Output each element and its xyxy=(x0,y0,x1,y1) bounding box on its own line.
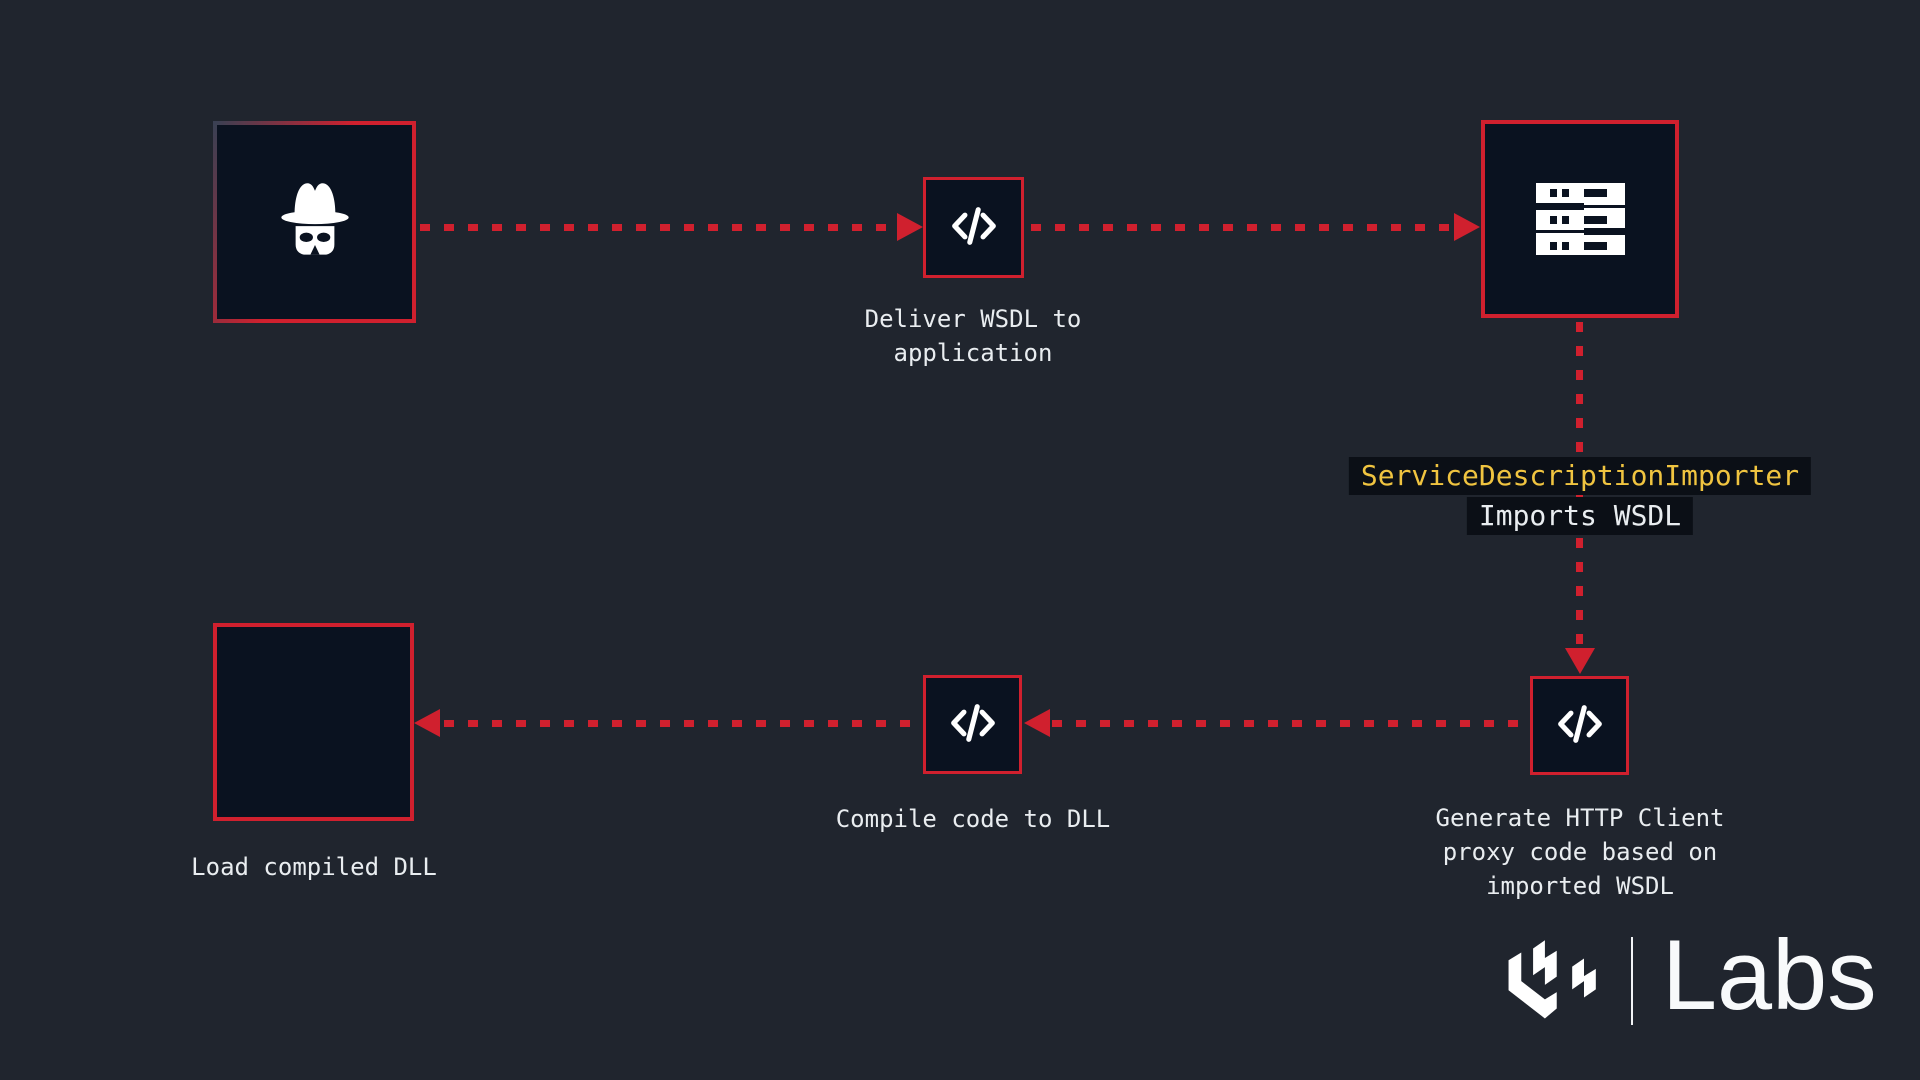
deliver-wsdl-label: Deliver WSDL to application xyxy=(864,305,1082,367)
attacker-node xyxy=(213,121,416,323)
labs-wordmark: Labs xyxy=(1662,919,1877,1030)
arrowhead-right-icon xyxy=(1454,213,1480,241)
dotted-connector-compile-load xyxy=(444,720,923,727)
code-icon xyxy=(1551,695,1609,757)
logo-divider xyxy=(1631,937,1633,1025)
importer-action-chip: Imports WSDL xyxy=(1466,497,1694,535)
code-icon xyxy=(945,197,1003,259)
generate-proxy-node xyxy=(1530,676,1629,775)
deliver-wsdl-node xyxy=(923,177,1024,278)
code-icon xyxy=(944,694,1002,756)
importer-class-chip: ServiceDescriptionImporter xyxy=(1348,457,1812,495)
arrowhead-left-icon xyxy=(1024,709,1050,737)
compile-dll-node xyxy=(923,675,1022,774)
load-dll-node xyxy=(213,623,414,821)
arrowhead-right-icon xyxy=(897,213,923,241)
labs-logo-mark-icon xyxy=(1498,933,1610,1037)
dotted-connector-attacker-deliver xyxy=(420,224,897,231)
application-server-node xyxy=(1481,120,1679,318)
arrowhead-down-icon xyxy=(1565,648,1595,674)
dotted-connector-generate-compile xyxy=(1052,720,1530,727)
dotted-connector-deliver-server xyxy=(1031,224,1454,231)
generate-proxy-label: Generate HTTP Client proxy code based on… xyxy=(1435,804,1725,900)
load-dll-label: Load compiled DLL xyxy=(191,853,437,881)
server-rack-icon xyxy=(1535,183,1625,255)
arrowhead-left-icon xyxy=(414,709,440,737)
compile-dll-label: Compile code to DLL xyxy=(835,805,1111,833)
spy-icon xyxy=(264,169,366,275)
